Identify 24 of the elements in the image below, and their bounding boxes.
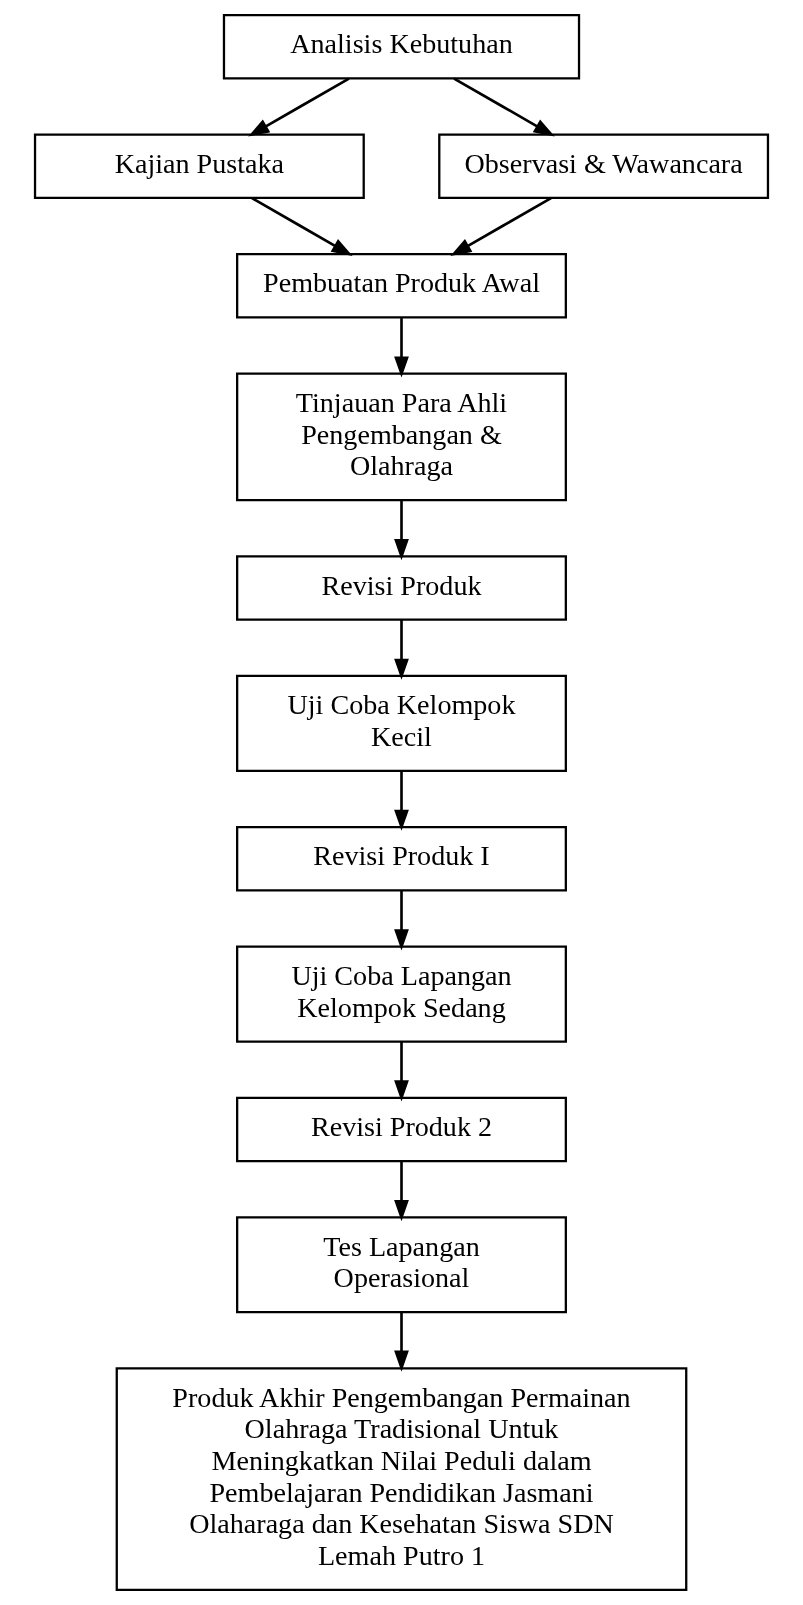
node-box: Tinjauan Para Ahli Pengembangan & Olahraga <box>236 372 567 502</box>
arrow <box>251 197 353 256</box>
node-box: Produk Akhir Pengembangan Permainan Olahraga Tradisional Untuk Meningkatkan Nilai Peduli dalam Pembelajaran Pendidikan Jasmani Olaharaga dan Kesehatan Siswa SDN Lemah Putro 1 <box>115 1367 688 1592</box>
arrow <box>394 1161 409 1222</box>
arrow <box>248 77 350 137</box>
node-box: Revisi Produk <box>236 555 567 621</box>
node-box: Observasi & Wawancara <box>438 133 770 199</box>
arrow <box>394 771 409 831</box>
node-box: Uji Coba Kelompok Kecil <box>236 674 567 772</box>
arrow <box>394 619 409 680</box>
arrow <box>394 890 409 951</box>
arrow <box>394 1041 409 1102</box>
arrow <box>450 197 552 256</box>
node-box: Kajian Pustaka <box>33 133 365 199</box>
node-box: Uji Coba Lapangan Kelompok Sedang <box>236 945 567 1043</box>
node-box: Revisi Produk 2 <box>236 1096 567 1163</box>
node-box: Analisis Kebutuhan <box>222 13 581 80</box>
node-box: Revisi Produk I <box>236 825 567 892</box>
arrow <box>394 1312 409 1372</box>
arrow <box>394 500 409 561</box>
node-box: Tes Lapangan Operasional <box>236 1216 567 1314</box>
arrow <box>453 77 555 137</box>
node-box: Pembuatan Produk Awal <box>236 252 567 319</box>
arrow <box>394 318 409 378</box>
